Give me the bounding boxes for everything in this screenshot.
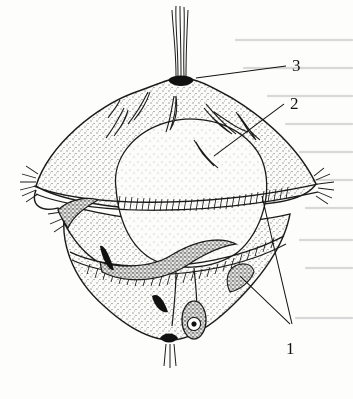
leader-3 bbox=[196, 66, 286, 78]
label-3: 3 bbox=[292, 57, 301, 74]
leader-2 bbox=[214, 104, 284, 156]
leader-1a bbox=[262, 196, 292, 324]
label-2: 2 bbox=[290, 95, 299, 112]
label-1: 1 bbox=[286, 340, 295, 357]
